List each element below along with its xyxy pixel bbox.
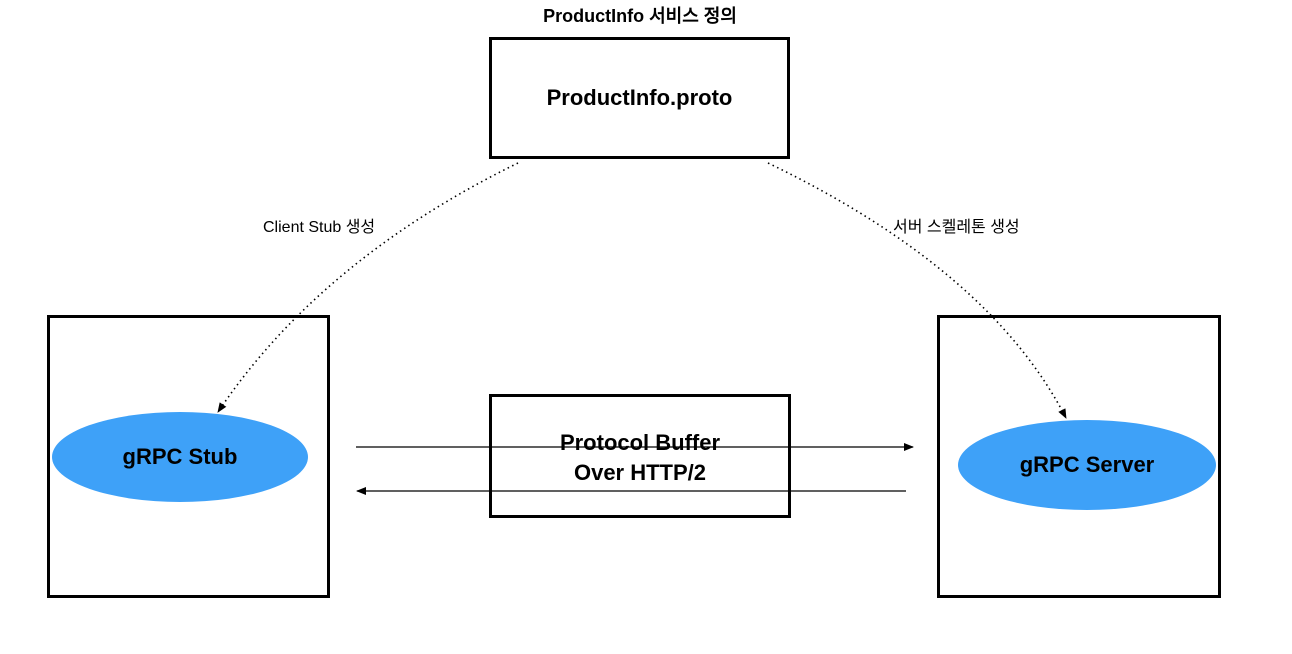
proto-file-label: ProductInfo.proto [546,85,733,110]
client-stub-generation-arrow [217,162,519,413]
diagram-title: ProductInfo 서비스 정의 [543,6,737,26]
transport-label: Protocol Buffer Over HTTP/2 [489,428,791,488]
grpc-stub-label: gRPC Stub [122,444,238,469]
transport-label-line1: Protocol Buffer [559,430,721,455]
proto-file-node: ProductInfo.proto [489,37,790,159]
server-container [937,315,1221,598]
client-container [47,315,330,598]
transport-node [489,394,791,518]
grpc-server-node: gRPC Server [958,420,1216,510]
grpc-server-label: gRPC Server [1019,452,1155,477]
client-stub-edge-label: Client Stub 생성 [263,219,376,236]
server-skeleton-edge-label: 서버 스켈레톤 생성 [893,219,1020,236]
grpc-stub-node: gRPC Stub [52,412,308,502]
transport-label-line2: Over HTTP/2 [573,460,707,485]
